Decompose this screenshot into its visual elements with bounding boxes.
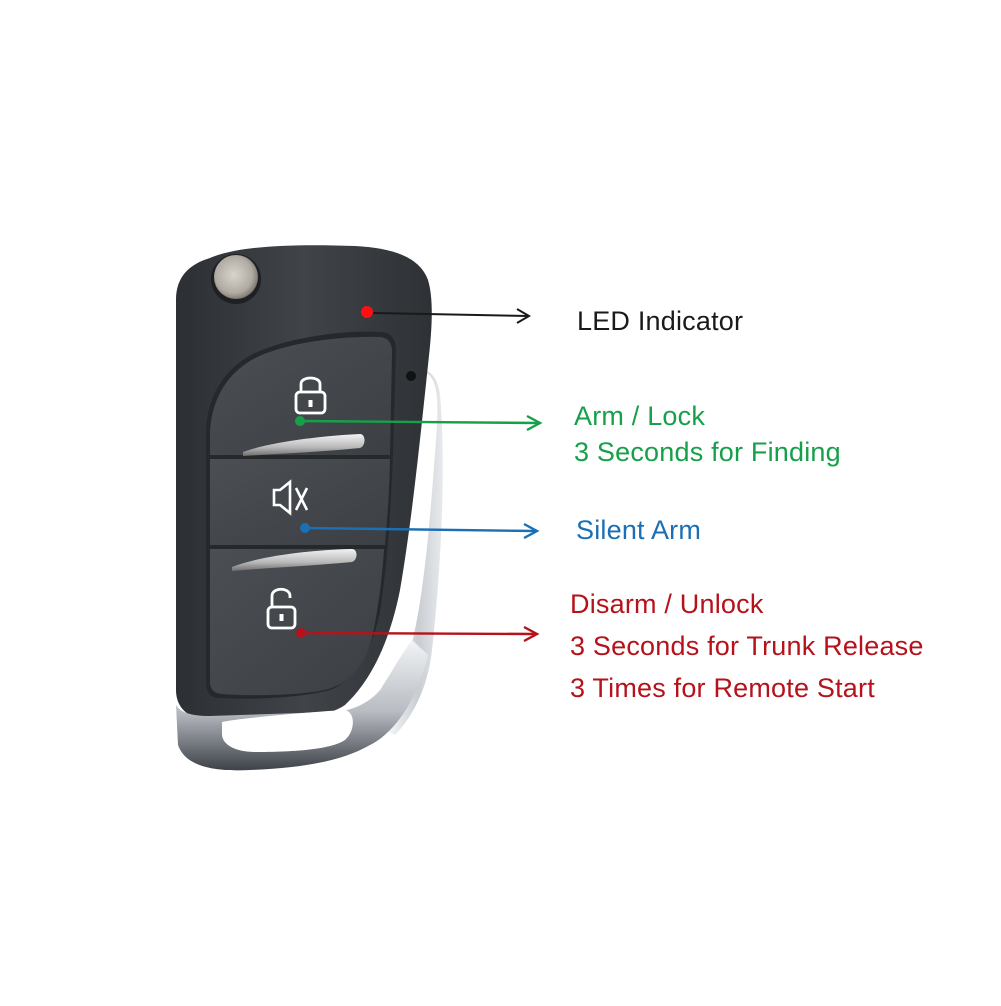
label-line: 3 Times for Remote Start	[570, 673, 875, 703]
callout-label-led: LED Indicator	[577, 303, 743, 339]
callout-label-silent: Silent Arm	[576, 512, 701, 548]
lock-button[interactable]	[210, 336, 392, 455]
unlock-button[interactable]	[210, 549, 384, 696]
callout-label-unlock: Disarm / Unlock 3 Seconds for Trunk Rele…	[570, 583, 924, 709]
chrome-side-strip	[360, 369, 443, 735]
label-line: Disarm / Unlock	[570, 589, 764, 619]
callout-arrow-unlock	[296, 625, 540, 643]
side-hole	[406, 371, 416, 381]
led-indicator-dot	[361, 306, 373, 318]
label-line: 3 Seconds for Trunk Release	[570, 631, 924, 661]
label-line: Silent Arm	[576, 515, 702, 545]
label-line: LED Indicator	[577, 306, 744, 336]
chrome-accent-bar	[243, 434, 365, 456]
callout-arrow-led	[372, 308, 531, 324]
flip-release-pin-cap	[214, 255, 258, 299]
callout-label-lock: Arm / Lock 3 Seconds for Finding	[574, 398, 841, 470]
speaker-mute-icon	[272, 479, 309, 516]
chrome-accent-bar	[232, 549, 357, 571]
key-loop-hole	[222, 710, 353, 752]
callout-arrow-lock	[295, 414, 543, 432]
unlock-icon	[266, 587, 297, 630]
callout-arrow-silent	[300, 522, 540, 540]
lock-icon	[294, 376, 327, 415]
label-line: Arm / Lock	[574, 401, 706, 431]
label-line: 3 Seconds for Finding	[574, 437, 841, 467]
